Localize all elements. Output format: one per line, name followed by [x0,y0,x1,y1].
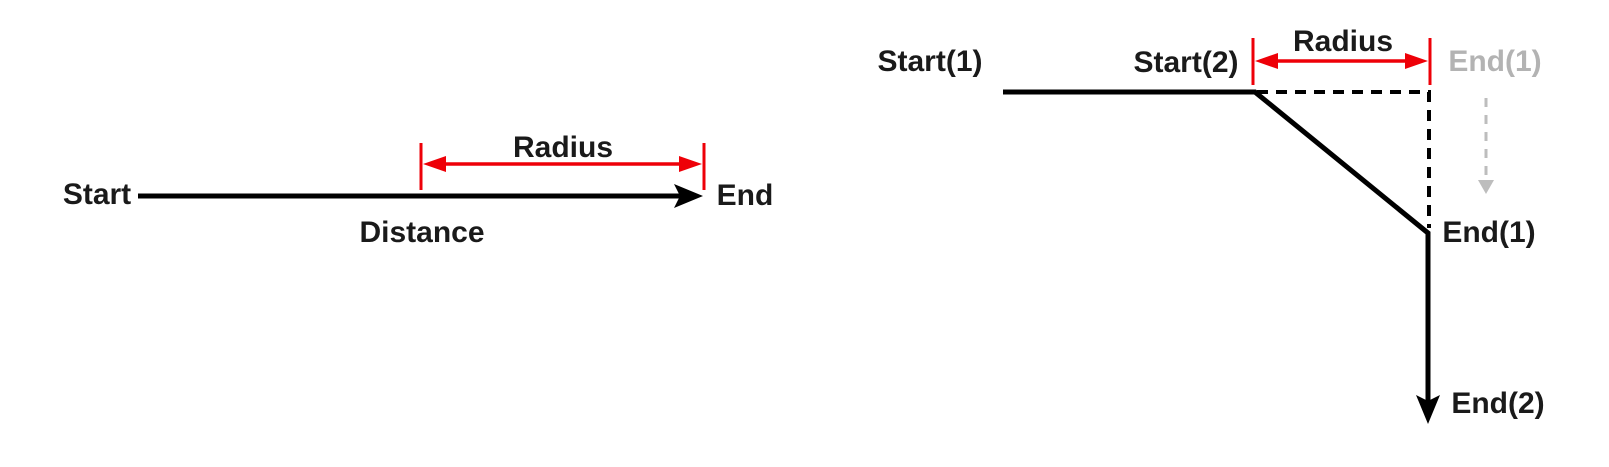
distance-arrowhead-icon [674,184,703,208]
radius-arrowhead-left-icon [423,156,446,172]
start1-label: Start(1) [877,45,983,78]
start-label: Start [62,178,132,211]
radius-arrowhead-right-icon [679,156,702,172]
path-solid-polyline [1003,89,1431,405]
radius2-arrowhead-left-icon [1255,53,1278,69]
end1-ghost-label: End(1) [1448,45,1542,78]
radius-label: Radius [512,131,614,164]
end2-label: End(2) [1451,387,1545,420]
distance-label: Distance [359,216,485,249]
start2-label: Start(2) [1133,46,1239,79]
end1-label: End(1) [1442,216,1536,249]
dashed-corner-guide [1257,90,1431,228]
ghost-drop-arrowhead-icon [1478,180,1494,194]
radius2-label: Radius [1292,25,1394,58]
radius2-arrowhead-right-icon [1405,53,1428,69]
end-label: End [716,179,774,212]
path-down-arrowhead-icon [1416,395,1440,424]
